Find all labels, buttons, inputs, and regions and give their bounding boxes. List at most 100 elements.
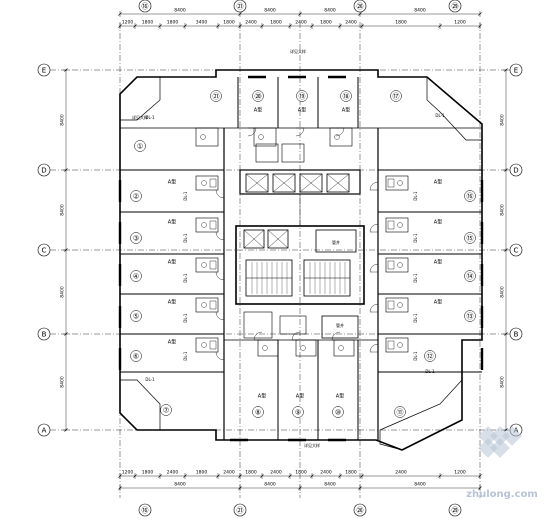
dim-slash <box>216 474 220 478</box>
dim-slash <box>238 12 242 16</box>
dim-slash <box>118 12 122 16</box>
room-number: ⑯ <box>467 193 474 201</box>
dimension-text: 2400 <box>245 20 257 26</box>
dim-slash <box>183 474 187 478</box>
door-swing <box>253 331 263 341</box>
dimension-text: 1200 <box>454 20 466 26</box>
dim-slash <box>298 12 302 16</box>
door-swing <box>247 127 257 137</box>
door-swing <box>215 311 225 321</box>
watermark-logo <box>478 426 522 458</box>
room-type-tag: A型 <box>258 393 266 400</box>
watermark-text: zhulong.com <box>466 489 538 500</box>
door-swing <box>215 231 225 241</box>
grid-column-label: ㉑ <box>237 3 244 11</box>
grid-bubble <box>233 503 247 517</box>
corner-balcony-se <box>379 379 463 451</box>
washbasin-icon <box>387 340 395 350</box>
room-number-circle <box>464 232 476 244</box>
service-elevator <box>267 229 289 249</box>
room-number-circle <box>292 406 304 418</box>
room-number-circle <box>464 190 476 202</box>
room-number-circle <box>130 190 142 202</box>
shaft-tag: 管井 <box>332 239 340 245</box>
dimension-text: 1200 <box>454 470 466 476</box>
door-swing <box>215 351 225 361</box>
rooms <box>120 77 482 440</box>
grid-column-label: ⑯ <box>142 507 149 515</box>
dimension-text: 1800 <box>223 20 235 26</box>
machine-room <box>315 229 357 253</box>
room-type-tag: A型 <box>168 259 176 266</box>
dim-slash <box>260 24 264 28</box>
grid-bubble <box>37 163 51 177</box>
dimension-text: 1200 <box>122 20 134 26</box>
riser-tag: DL-1 <box>183 233 188 243</box>
dimension-text: 8400 <box>324 482 336 488</box>
room-number-circle <box>252 406 264 418</box>
toilet-icon <box>397 180 403 186</box>
room-number-circle <box>332 406 344 418</box>
room-number-circle <box>340 90 352 102</box>
dimension-text: 1800 <box>395 20 407 26</box>
dim-slash <box>310 24 314 28</box>
dimension-text: 1800 <box>345 470 357 476</box>
riser-tag: DL-1 <box>413 313 418 323</box>
bathroom <box>195 297 219 313</box>
toilet-icon <box>397 342 403 348</box>
toilet-icon <box>201 302 207 308</box>
washbasin-icon <box>209 178 217 188</box>
dimension-text: 8400 <box>60 286 66 298</box>
room-number-circle <box>160 404 172 416</box>
grid-column-label: ⑯ <box>142 3 149 11</box>
toilet-icon <box>397 302 403 308</box>
dimension-text: 8400 <box>500 114 506 126</box>
bathroom <box>195 257 219 273</box>
dimension-text: 2400 <box>270 470 282 476</box>
bathroom <box>253 127 277 147</box>
room-number: ⑥ <box>133 353 139 361</box>
elevator-cross <box>299 173 323 193</box>
room-number-circle <box>424 350 436 362</box>
room-number-circle <box>252 90 264 102</box>
riser-tag: DL-1 <box>435 113 445 118</box>
door-swing <box>369 223 379 233</box>
dim-slash <box>133 24 137 28</box>
grid-column-label: ㉑ <box>237 507 244 515</box>
toilet-icon <box>338 345 344 351</box>
room-type-tag: A型 <box>434 179 442 186</box>
room-type-tag: A型 <box>342 107 350 114</box>
room-type-tag: A型 <box>434 259 442 266</box>
room-number-circle <box>130 232 142 244</box>
grid-column-label: ㉖ <box>357 3 364 11</box>
riser-tag: DL-1 <box>413 233 418 243</box>
riser-tag: DL-1 <box>145 377 155 382</box>
dimension-text: 8400 <box>264 8 276 14</box>
washbasin-icon <box>387 220 395 230</box>
toilet-icon <box>258 134 264 140</box>
bathroom <box>195 217 219 233</box>
bathroom <box>385 217 409 233</box>
room-number: ⑩ <box>335 409 341 417</box>
bathroom <box>257 339 279 357</box>
bathroom <box>385 337 409 353</box>
room-number-circle <box>296 90 308 102</box>
door-swing <box>369 343 379 353</box>
pipe-shaft <box>321 315 359 339</box>
riser-tag: DL-1 <box>145 115 155 120</box>
dimension-text: 8400 <box>324 8 336 14</box>
toilet-icon <box>201 342 207 348</box>
elevator-shaft <box>272 173 296 193</box>
room-number: ⑭ <box>467 273 474 281</box>
toilet-icon <box>200 134 206 140</box>
dim-slash <box>338 474 342 478</box>
toilet-room <box>281 143 305 163</box>
watermark-diamond <box>478 426 498 446</box>
drawing-note: 详见大样 <box>132 114 148 120</box>
room-number: ⑬ <box>467 313 474 321</box>
room-type-tag: A型 <box>168 219 176 226</box>
grid-column-label: ㉙ <box>452 507 459 515</box>
room-number-circle <box>134 140 146 152</box>
